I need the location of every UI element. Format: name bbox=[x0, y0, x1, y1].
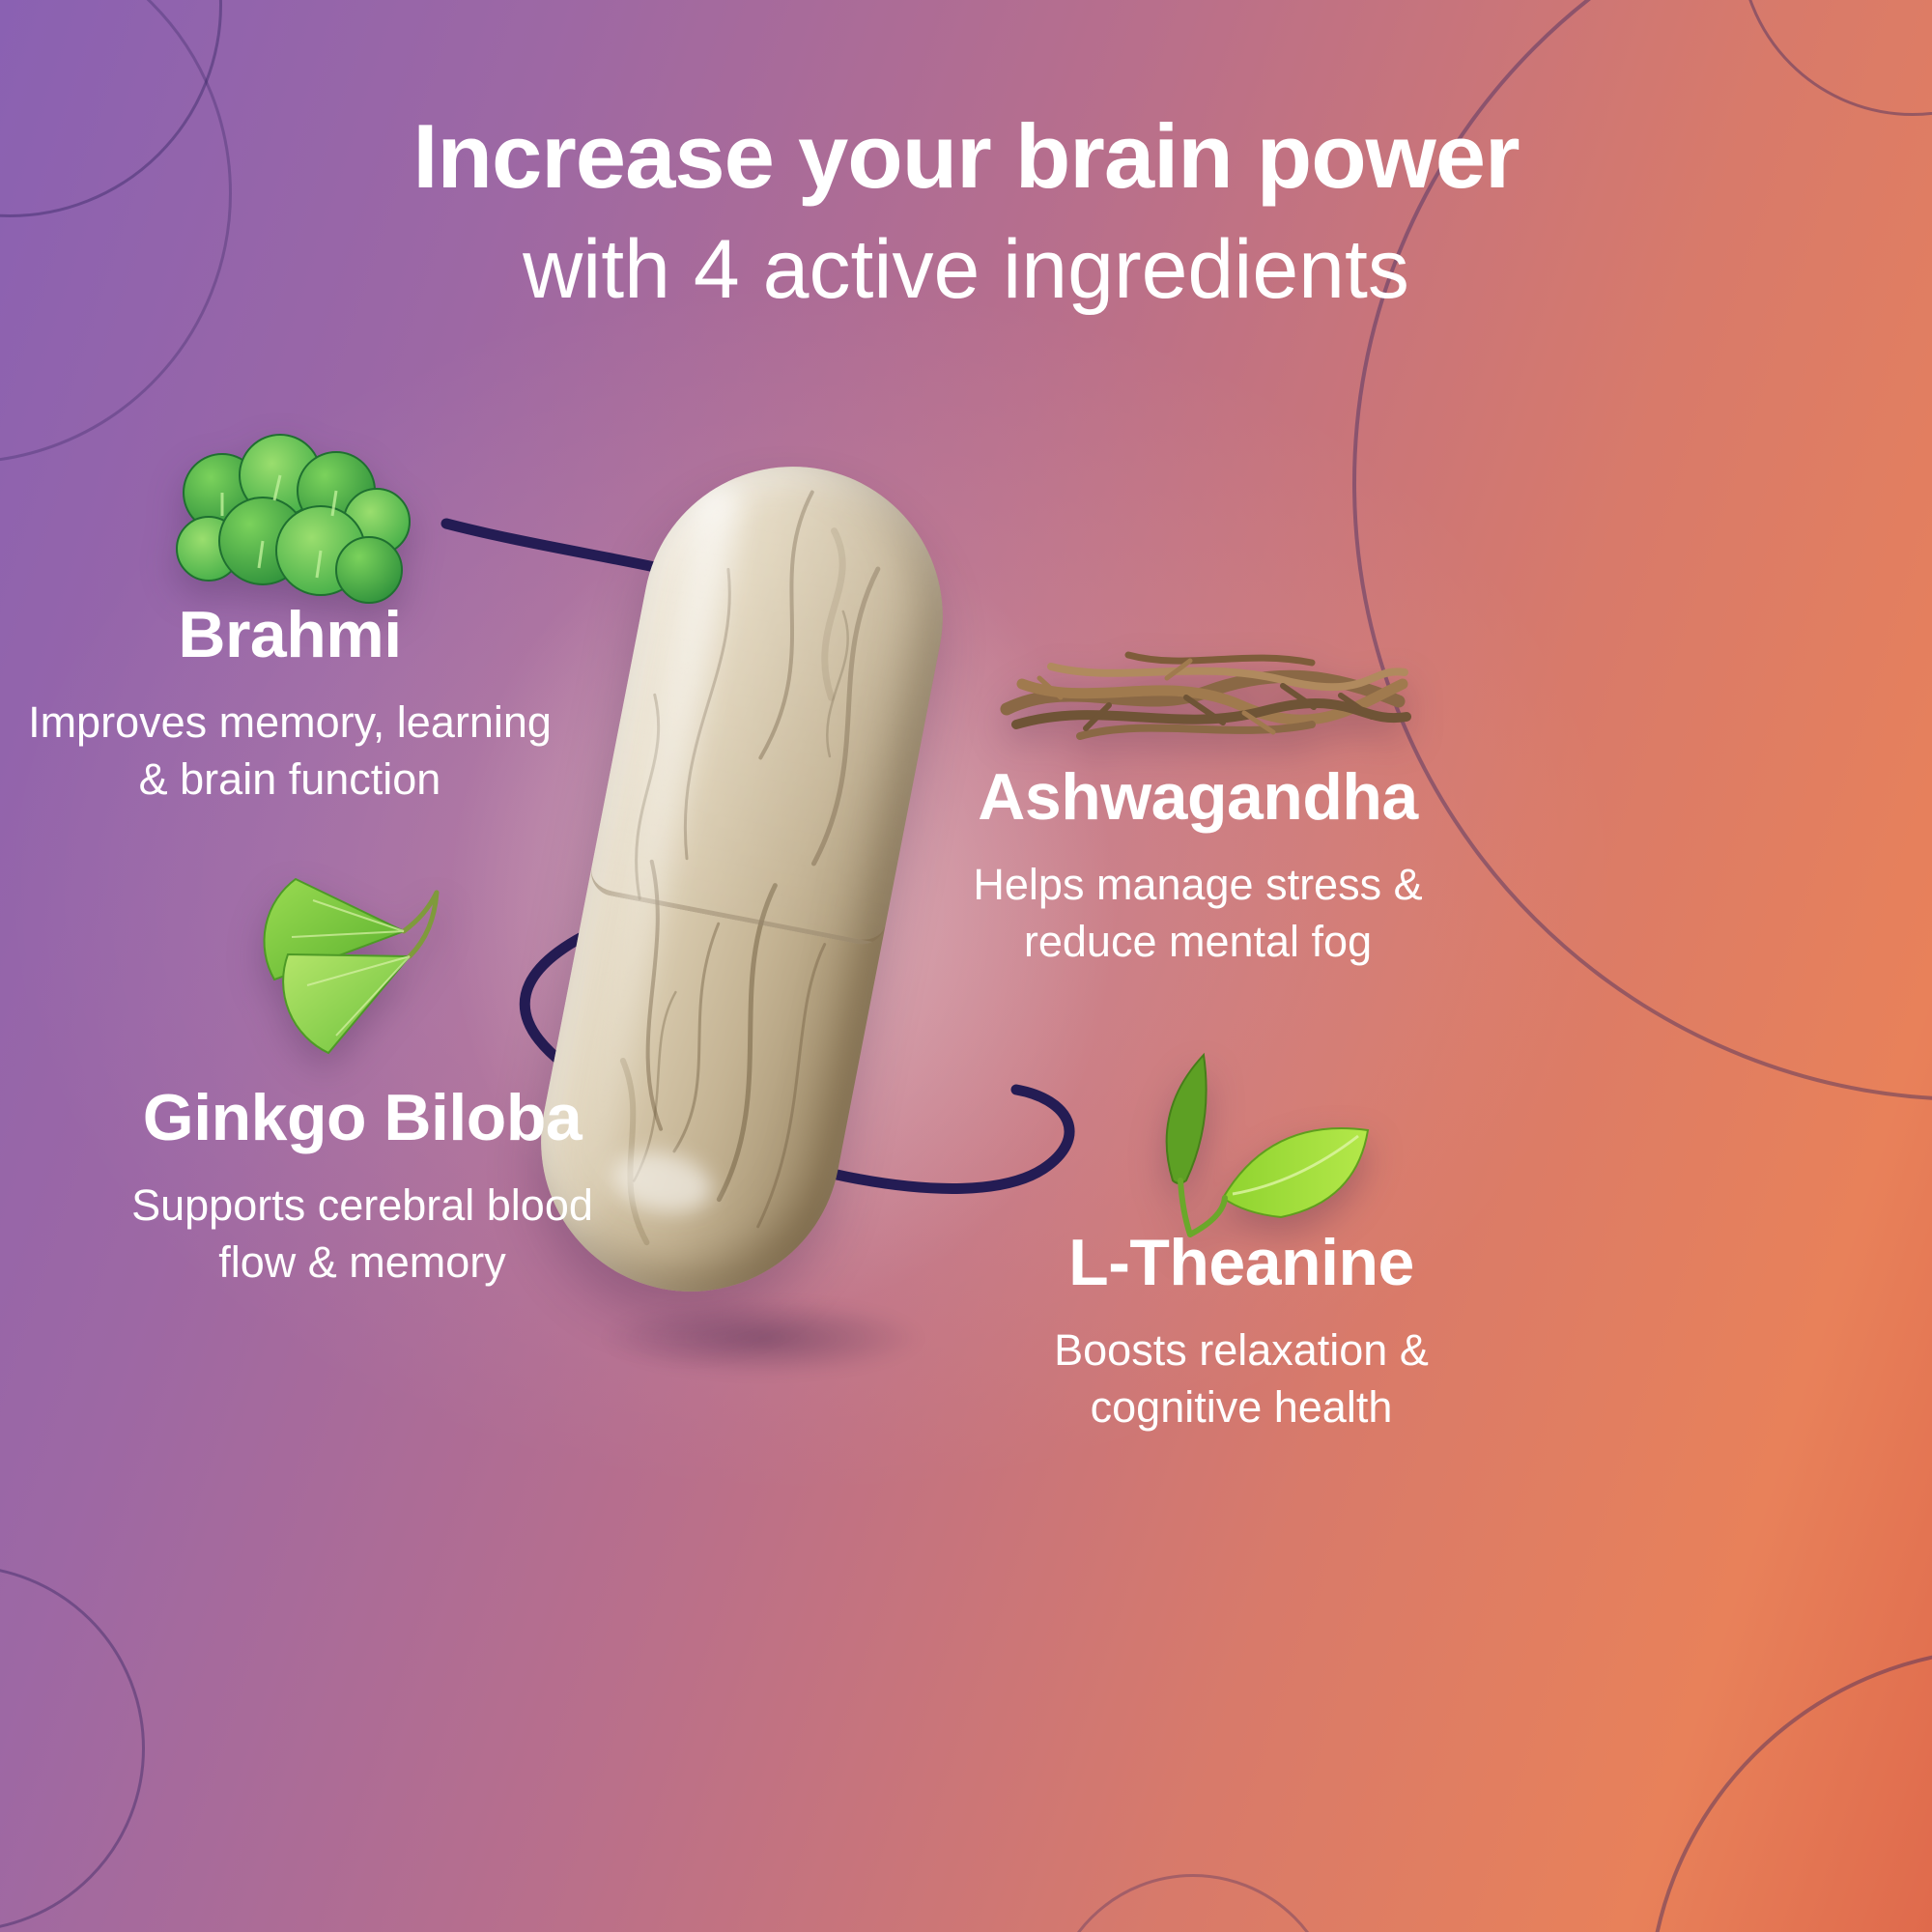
ingredient-l-theanine: L-Theanine Boosts relaxation & cognitive… bbox=[1029, 1225, 1454, 1436]
ingredient-ginkgo-biloba-name: Ginkgo Biloba bbox=[142, 1081, 582, 1154]
decorative-arc bbox=[1048, 1874, 1338, 1932]
ingredient-brahmi-description: Improves memory, learning & brain functi… bbox=[28, 697, 552, 805]
ingredient-brahmi-name: Brahmi bbox=[178, 598, 402, 671]
green-tea-leaves-image bbox=[1165, 1052, 1370, 1237]
page-title: Increase your brain power with 4 active … bbox=[0, 104, 1932, 318]
ingredient-l-theanine-name: L-Theanine bbox=[1068, 1226, 1414, 1299]
ginkgo-leaves-image bbox=[263, 877, 440, 1055]
ingredient-ginkgo-biloba: Ginkgo Biloba Supports cerebral blood fl… bbox=[111, 1080, 613, 1292]
decorative-arc bbox=[1647, 1647, 1932, 1932]
ingredient-ashwagandha-name: Ashwagandha bbox=[978, 760, 1418, 834]
ingredient-ginkgo-biloba-description: Supports cerebral blood flow & memory bbox=[131, 1180, 593, 1288]
ingredient-ashwagandha-description: Helps manage stress & reduce mental fog bbox=[973, 860, 1423, 967]
ingredient-l-theanine-description: Boosts relaxation & cognitive health bbox=[1054, 1325, 1429, 1433]
title-line-2: with 4 active ingredients bbox=[523, 223, 1409, 316]
ingredient-ashwagandha: Ashwagandha Helps manage stress & reduce… bbox=[971, 759, 1425, 971]
brahmi-leaves-image bbox=[176, 434, 411, 604]
ashwagandha-roots-image bbox=[1000, 651, 1411, 740]
decorative-arc bbox=[0, 1565, 145, 1932]
ingredient-brahmi: Brahmi Improves memory, learning & brain… bbox=[19, 597, 560, 809]
capsule-shadow bbox=[541, 1285, 985, 1391]
title-line-1: Increase your brain power bbox=[412, 105, 1520, 207]
